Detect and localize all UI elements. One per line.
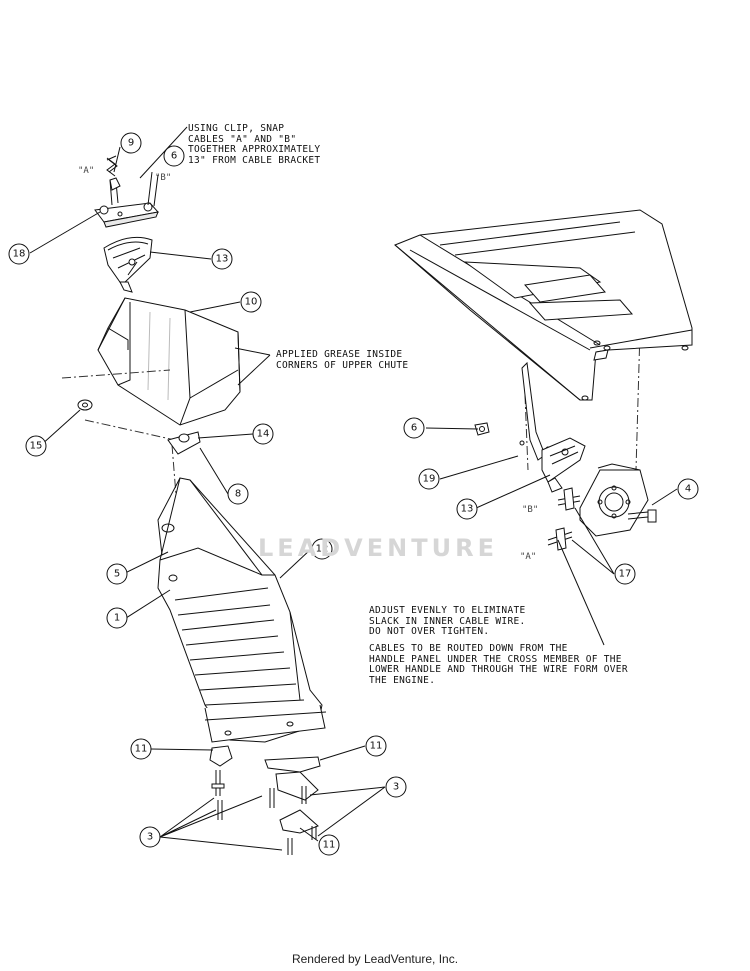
svg-text:19: 19 <box>423 474 436 485</box>
callout-8: 8 <box>227 483 249 505</box>
callout-9: 9 <box>120 132 142 154</box>
bolts <box>211 770 317 855</box>
callout-13-upper: 13 <box>211 248 233 270</box>
svg-text:8: 8 <box>235 489 241 500</box>
lower-chute <box>157 477 327 743</box>
svg-text:6: 6 <box>411 423 417 434</box>
svg-text:14: 14 <box>257 429 270 440</box>
callouts: 9 6 18 13 10 15 14 8 5 12 1 11 11 3 3 11… <box>8 132 699 856</box>
callout-6-upper: 6 <box>163 145 185 167</box>
callout-3-left: 3 <box>139 826 161 848</box>
note-clip: USING CLIP, SNAP CABLES "A" AND "B" TOGE… <box>188 123 321 166</box>
parts-diagram: 9 6 18 13 10 15 14 8 5 12 1 11 11 3 3 11… <box>8 126 699 856</box>
callout-18: 18 <box>8 243 30 265</box>
note-adjust: ADJUST EVENLY TO ELIMINATE SLACK IN INNE… <box>369 605 526 637</box>
callout-19: 19 <box>418 468 440 490</box>
cable-label-a-upper: "A" <box>78 166 94 176</box>
callout-11-c: 11 <box>318 834 340 856</box>
svg-text:17: 17 <box>619 569 632 580</box>
handle-panel <box>394 209 693 401</box>
svg-text:10: 10 <box>245 297 258 308</box>
cable-bracket-right <box>579 463 649 537</box>
cable-label-b-upper: "B" <box>155 173 171 183</box>
upper-chute <box>97 297 241 426</box>
svg-text:3: 3 <box>393 782 399 793</box>
svg-text:15: 15 <box>30 441 43 452</box>
svg-text:13: 13 <box>216 254 229 265</box>
callout-6-right: 6 <box>403 417 425 439</box>
callout-12: 12 <box>311 538 333 560</box>
base-plates <box>209 745 321 834</box>
callout-4: 4 <box>677 478 699 500</box>
callout-5: 5 <box>106 563 128 585</box>
svg-text:18: 18 <box>13 249 26 260</box>
footer-credit: Rendered by LeadVenture, Inc. <box>291 952 459 966</box>
callout-14: 14 <box>252 423 274 445</box>
svg-text:11: 11 <box>370 741 383 752</box>
svg-text:5: 5 <box>114 569 120 580</box>
svg-text:9: 9 <box>128 138 134 149</box>
note-grease: APPLIED GREASE INSIDE CORNERS OF UPPER C… <box>276 349 409 371</box>
callout-15: 15 <box>25 435 47 457</box>
watermark: LEADVENTURE <box>258 534 498 562</box>
svg-text:1: 1 <box>114 613 120 624</box>
svg-text:4: 4 <box>685 484 691 495</box>
svg-text:12: 12 <box>316 544 329 555</box>
callout-10: 10 <box>240 291 262 313</box>
callout-11-b: 11 <box>365 735 387 757</box>
cable-label-a-right: "A" <box>520 552 536 562</box>
callout-13-right: 13 <box>456 498 478 520</box>
callout-3-right: 3 <box>385 776 407 798</box>
svg-text:11: 11 <box>135 744 148 755</box>
svg-text:3: 3 <box>147 832 153 843</box>
chute-deflector <box>103 236 153 293</box>
callout-1: 1 <box>106 607 128 629</box>
svg-text:6: 6 <box>171 151 177 162</box>
leader-lines <box>29 126 678 851</box>
callout-17: 17 <box>614 563 636 585</box>
svg-text:11: 11 <box>323 840 336 851</box>
note-route: CABLES TO BE ROUTED DOWN FROM THE HANDLE… <box>369 643 628 686</box>
cable-clip <box>106 157 118 177</box>
cable-bracket <box>94 171 159 228</box>
callout-11-a: 11 <box>130 738 152 760</box>
cable-label-b-right: "B" <box>522 505 538 515</box>
cable-labels: "A" "B" "B" "A" <box>78 166 538 562</box>
svg-text:13: 13 <box>461 504 474 515</box>
